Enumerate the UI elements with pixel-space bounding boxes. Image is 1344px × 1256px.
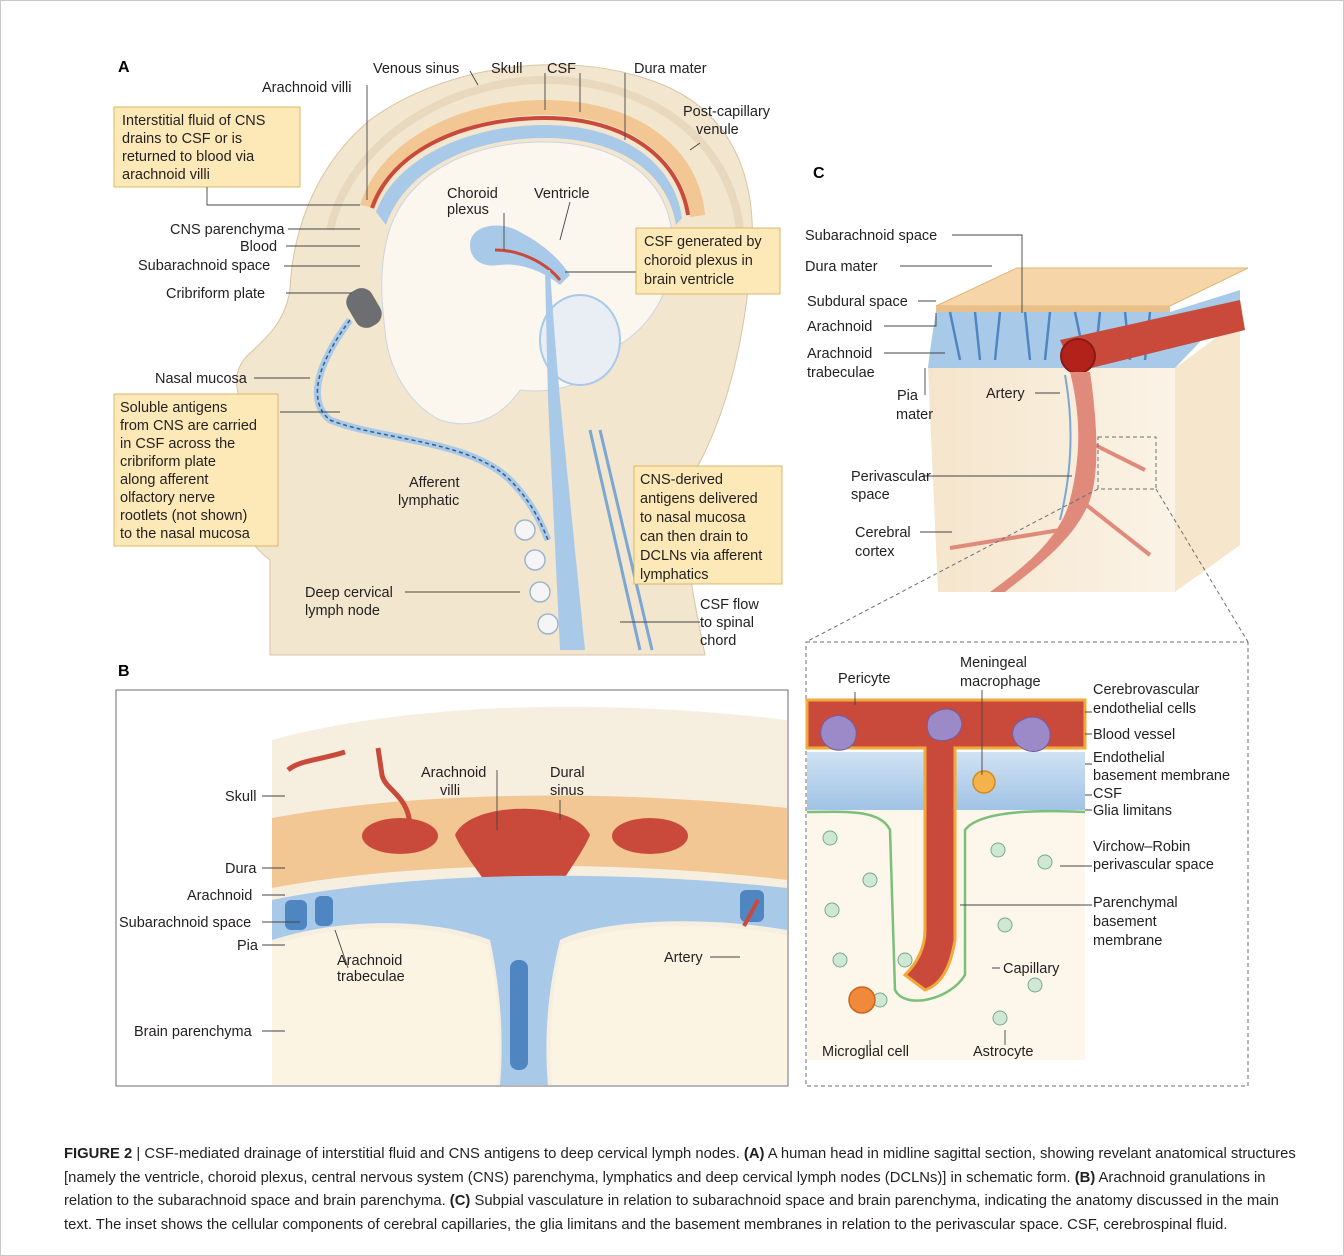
label-pia-b: Pia (237, 938, 259, 954)
left-lacuna (362, 818, 438, 854)
right-lacuna (612, 818, 688, 854)
label-post-capillary-2: venule (696, 122, 739, 138)
caption-b-label: (B) (1075, 1170, 1096, 1186)
figure-label: FIGURE 2 (64, 1146, 132, 1162)
panel-a-letter: A (118, 59, 130, 76)
label-dural-sinus-1: Dural (550, 765, 585, 781)
label-csf-flow-2: to spinal (700, 615, 754, 631)
label-brain-parenchyma: Brain parenchyma (134, 1024, 253, 1040)
caption-a-label: (A) (744, 1146, 765, 1162)
label-subarachnoid-a: Subarachnoid space (138, 258, 270, 274)
inset-macrophage (973, 771, 995, 793)
dura-plate (936, 268, 1248, 306)
label-pericyte: Pericyte (838, 671, 890, 687)
label-endothelial-bm-1: Endothelial (1093, 750, 1165, 766)
caption-c-label: (C) (450, 1193, 471, 1209)
label-virchow-2: perivascular space (1093, 857, 1214, 873)
label-arachnoid-b: Arachnoid (187, 888, 252, 904)
label-skull-a: Skull (491, 61, 522, 77)
label-endothelial-cells-2: endothelial cells (1093, 701, 1196, 717)
label-parenchymal-bm-3: membrane (1093, 933, 1162, 949)
label-artery-c: Artery (986, 386, 1025, 402)
panel-b-letter: B (118, 663, 130, 680)
panel-c-letter: C (813, 165, 825, 182)
label-skull-b: Skull (225, 789, 256, 805)
label-arachnoid-c: Arachnoid (807, 319, 872, 335)
cortex-side (1175, 320, 1240, 592)
label-pia-1: Pia (897, 388, 919, 404)
label-perivascular-2: space (851, 487, 890, 503)
caption-intro: CSF-mediated drainage of interstitial fl… (144, 1146, 744, 1162)
label-perivascular-1: Perivascular (851, 469, 931, 485)
label-subarachnoid-b: Subarachnoid space (119, 915, 251, 931)
label-artery-b: Artery (664, 950, 703, 966)
label-csf-c: CSF (1093, 786, 1122, 802)
label-dura-b: Dura (225, 861, 257, 877)
label-glia-limitans: Glia limitans (1093, 803, 1172, 819)
label-blood: Blood (240, 239, 277, 255)
label-arachnoid-villi: Arachnoid villi (262, 80, 351, 96)
artery-c-section (1061, 339, 1095, 373)
label-subarachnoid-c: Subarachnoid space (805, 228, 937, 244)
label-meningeal-1: Meningeal (960, 655, 1027, 671)
label-choroid-1: Choroid (447, 186, 498, 202)
figure-caption: FIGURE 2 | CSF-mediated drainage of inte… (64, 1143, 1304, 1237)
label-cortex-2: cortex (855, 544, 895, 560)
label-deep-cervical-2: lymph node (305, 603, 380, 619)
label-dura-mater-a: Dura mater (634, 61, 707, 77)
label-arachnoid-villi-b-1: Arachnoid (421, 765, 486, 781)
label-parenchymal-bm-2: basement (1093, 914, 1157, 930)
label-blood-vessel: Blood vessel (1093, 727, 1175, 743)
label-cribriform: Cribriform plate (166, 286, 265, 302)
label-subdural: Subdural space (807, 294, 908, 310)
panel-a: A Inte (114, 59, 782, 655)
label-cns-parenchyma: CNS parenchyma (170, 222, 285, 238)
label-trabeculae-b-1: Arachnoid (337, 953, 402, 969)
panel-b: B Skull Dura Arachnoid Subarachnoid spac… (116, 663, 788, 1086)
label-ventricle: Ventricle (534, 186, 590, 202)
label-capillary: Capillary (1003, 961, 1060, 977)
figure-illustration: A Inte (0, 0, 1344, 1130)
label-csf-a: CSF (547, 61, 576, 77)
inset-microglia (849, 987, 875, 1013)
label-deep-cervical-1: Deep cervical (305, 585, 393, 601)
brain-parenchyma (272, 928, 499, 1085)
label-endothelial-cells-1: Cerebrovascular (1093, 682, 1200, 698)
label-csf-flow-3: chord (700, 633, 736, 649)
label-pia-2: mater (896, 407, 933, 423)
label-dura-mater-c: Dura mater (805, 259, 878, 275)
label-dural-sinus-2: sinus (550, 783, 584, 799)
panel-c: C Subarachnoid space Dura mater Subdural… (805, 165, 1248, 1086)
label-arachnoid-villi-b-2: villi (440, 783, 460, 799)
caption-separator: | (132, 1146, 144, 1162)
label-virchow-1: Virchow–Robin (1093, 839, 1190, 855)
label-afferent-2: lymphatic (398, 493, 459, 509)
label-trabeculae-c-2: trabeculae (807, 365, 875, 381)
label-microglial: Microglial cell (822, 1044, 909, 1060)
label-parenchymal-bm-1: Parenchymal (1093, 895, 1178, 911)
label-trabeculae-c-1: Arachnoid (807, 346, 872, 362)
label-csf-flow-1: CSF flow (700, 597, 759, 613)
label-cortex-1: Cerebral (855, 525, 911, 541)
dura-plate-edge (936, 306, 1170, 312)
label-post-capillary-1: Post-capillary (683, 104, 771, 120)
label-nasal-mucosa: Nasal mucosa (155, 371, 248, 387)
label-choroid-2: plexus (447, 202, 489, 218)
label-venous-sinus: Venous sinus (373, 61, 459, 77)
label-astrocyte: Astrocyte (973, 1044, 1033, 1060)
label-endothelial-bm-2: basement membrane (1093, 768, 1230, 784)
label-meningeal-2: macrophage (960, 674, 1041, 690)
label-trabeculae-b-2: trabeculae (337, 969, 405, 985)
label-afferent-1: Afferent (409, 475, 460, 491)
